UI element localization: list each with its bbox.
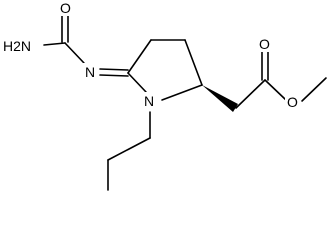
atom-amine-nitrogen: H2N xyxy=(3,38,31,54)
bond-ring-c4-c5 xyxy=(184,39,203,86)
bond-imine-double-2 xyxy=(99,74,129,77)
bond-imine-double-1 xyxy=(99,68,129,71)
bond-ether-methyl xyxy=(301,77,327,102)
atom-imine-nitrogen: N xyxy=(85,64,95,80)
bond-ester-c-o-single xyxy=(264,79,287,101)
bond-ring-c2-c3 xyxy=(127,39,152,74)
atom-urea-oxygen: O xyxy=(60,0,71,16)
bond-ring-n1-c2 xyxy=(127,72,147,93)
atom-ester-ether-oxygen: O xyxy=(287,94,298,110)
bond-amine-c xyxy=(43,42,66,46)
bond-ring-c5-n1 xyxy=(161,84,203,101)
bond-ch2-ester-c xyxy=(235,79,266,109)
atom-ester-carbonyl-oxygen: O xyxy=(259,36,270,52)
bond-propyl-2 xyxy=(107,137,151,161)
atom-ring-nitrogen: N xyxy=(144,93,154,109)
molecule-canvas: O H2N N N O O xyxy=(3,0,327,191)
bond-urea-c-n xyxy=(64,42,85,64)
molecule-structure: O H2N N N O O xyxy=(3,0,327,191)
wedge-bond xyxy=(202,85,238,112)
